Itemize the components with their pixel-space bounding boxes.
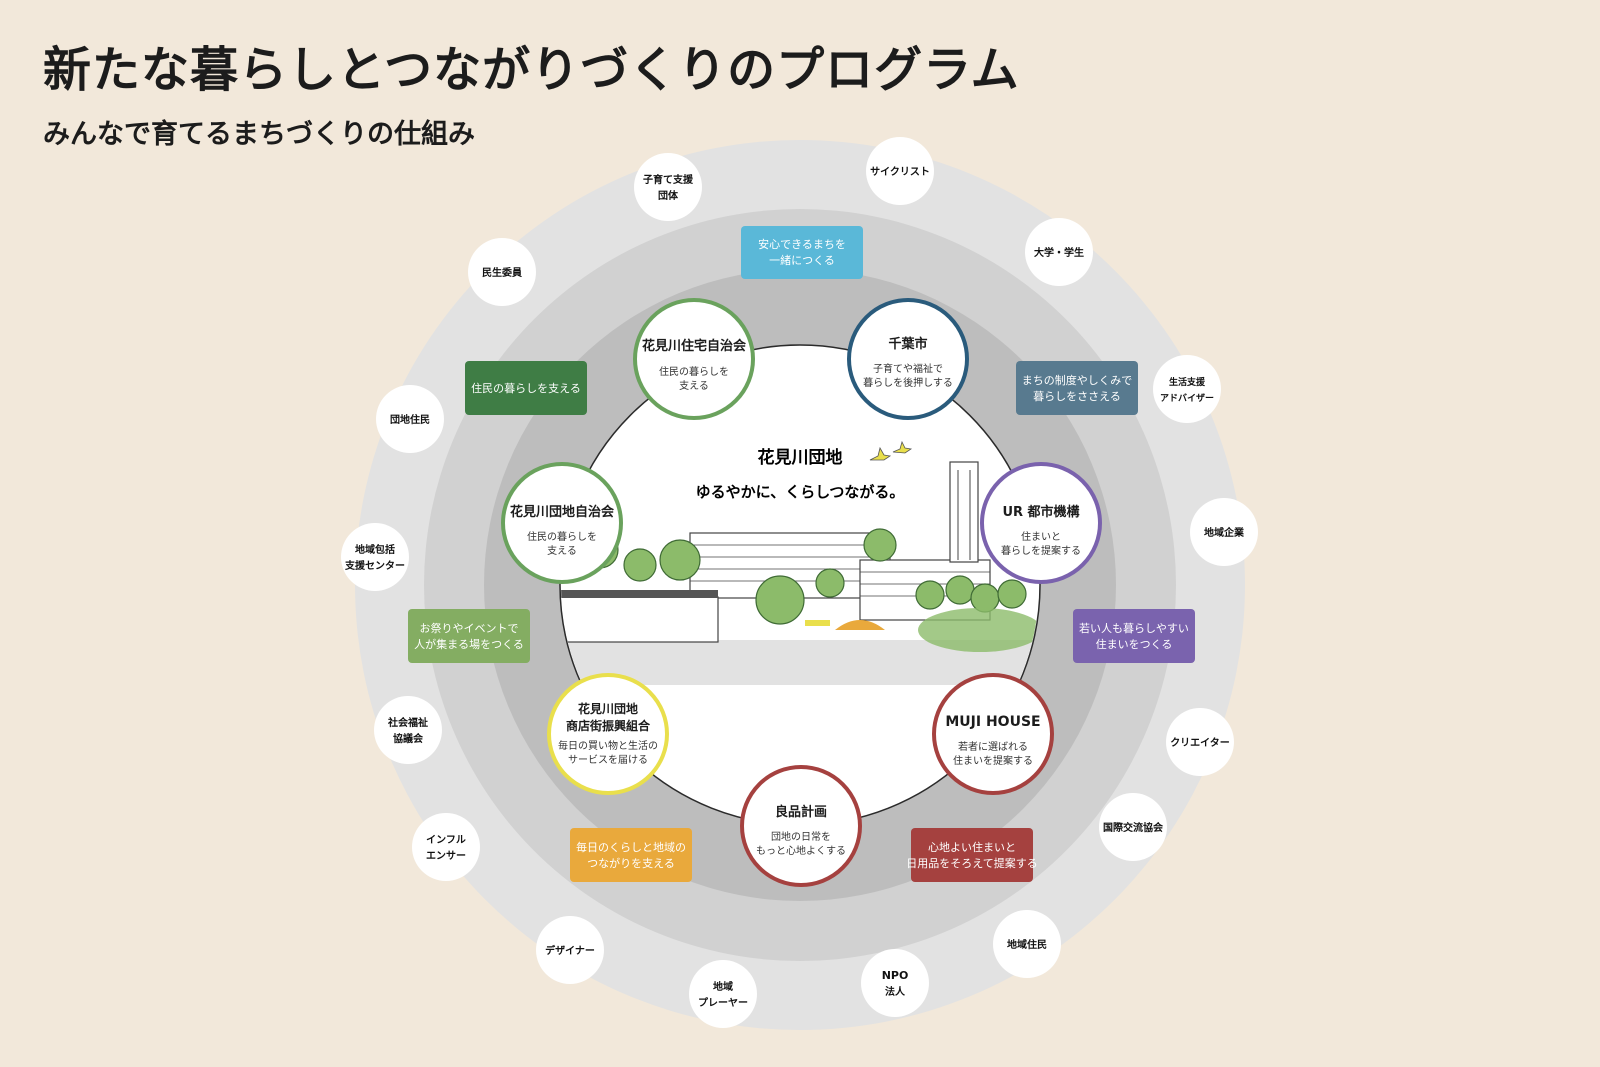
svg-text:安心できるまちを: 安心できるまちを [758, 237, 846, 251]
tag-kokochi: 心地よい住まいと 日用品をそろえて提案する [906, 828, 1038, 882]
svg-text:生活支援: 生活支援 [1169, 376, 1206, 388]
svg-text:サービスを届ける: サービスを届ける [568, 754, 648, 766]
participant-minsei: 民生委員 [468, 238, 536, 306]
svg-text:日用品をそろえて提案する: 日用品をそろえて提案する [906, 856, 1037, 870]
svg-text:毎日のくらしと地域の: 毎日のくらしと地域の [576, 841, 686, 854]
participant-chiiki-hokatsu: 地域包括 支援センター [341, 523, 409, 591]
center-title: 花見川団地 [758, 447, 843, 468]
participant-designer: デザイナー [536, 916, 604, 984]
svg-text:暮らしをささえる: 暮らしをささえる [1033, 389, 1121, 403]
bird-icon [869, 440, 913, 461]
svg-text:つながりを支える: つながりを支える [587, 856, 675, 870]
actor-danchi-jichikai: 花見川団地自治会 住民の暮らしを 支える [501, 462, 623, 584]
svg-text:花見川団地自治会: 花見川団地自治会 [510, 504, 615, 520]
svg-text:民生委員: 民生委員 [482, 266, 522, 279]
svg-text:MUJI HOUSE: MUJI HOUSE [945, 714, 1040, 730]
svg-text:クリエイター: クリエイター [1170, 737, 1230, 749]
tag-seido: まちの制度やしくみで 暮らしをささえる [1016, 361, 1138, 415]
danchi-illustration [561, 461, 1039, 685]
tag-jumin: 住民の暮らしを支える [465, 361, 587, 415]
svg-text:デザイナー: デザイナー [545, 944, 595, 957]
svg-text:花見川団地: 花見川団地 [578, 701, 638, 716]
svg-text:住民の暮らしを支える: 住民の暮らしを支える [471, 381, 581, 395]
actor-shotengai: 花見川団地 商店街振興組合 毎日の買い物と生活の サービスを届ける [547, 673, 669, 795]
actor-hanamigawa-jutaku-jichikai: 花見川住宅自治会 住民の暮らしを 支える [633, 298, 755, 420]
tag-wakai: 若い人も暮らしやすい 住まいをつくる [1073, 609, 1195, 663]
svg-text:インフル: インフル [426, 834, 466, 846]
svg-text:まちの制度やしくみで: まちの制度やしくみで [1022, 373, 1132, 387]
participant-seikatsu: 生活支援 アドバイザー [1153, 355, 1221, 423]
participant-kokusai: 国際交流協会 [1099, 793, 1167, 861]
svg-text:大学・学生: 大学・学生 [1034, 246, 1084, 259]
svg-text:住民の暮らしを: 住民の暮らしを [527, 530, 597, 543]
svg-text:もっと心地よくする: もっと心地よくする [756, 844, 846, 857]
svg-text:地域: 地域 [713, 980, 733, 993]
actor-ryohin-keikaku: 良品計画 団地の日常を もっと心地よくする [740, 765, 862, 887]
page-subtitle: みんなで育てるまちづくりの仕組み [43, 119, 475, 150]
participant-kosodate: 子育て支援 団体 [634, 153, 702, 221]
svg-text:団地住民: 団地住民 [390, 413, 430, 426]
svg-text:子育てや福祉で: 子育てや福祉で [873, 362, 943, 375]
participant-daigaku: 大学・学生 [1025, 218, 1093, 286]
tag-omatsuri: お祭りやイベントで 人が集まる場をつくる [408, 609, 530, 663]
svg-text:子育て支援: 子育て支援 [643, 173, 694, 186]
actor-muji-house: MUJI HOUSE 若者に選ばれる 住まいを提案する [932, 673, 1054, 795]
svg-text:お祭りやイベントで: お祭りやイベントで [420, 622, 519, 635]
svg-text:法人: 法人 [885, 985, 906, 998]
participant-chiiki-player: 地域 プレーヤー [689, 960, 757, 1028]
svg-text:住民の暮らしを: 住民の暮らしを [659, 365, 729, 378]
svg-text:暮らしを提案する: 暮らしを提案する [1001, 544, 1081, 557]
svg-text:若い人も暮らしやすい: 若い人も暮らしやすい [1079, 621, 1189, 635]
svg-text:支える: 支える [679, 380, 709, 392]
svg-text:NPO: NPO [882, 969, 909, 982]
svg-text:エンサー: エンサー [426, 850, 466, 862]
svg-text:毎日の買い物と生活の: 毎日の買い物と生活の [558, 739, 658, 752]
svg-text:住まいと: 住まいと [1021, 530, 1061, 543]
participant-chiiki-jumin: 地域住民 [993, 910, 1061, 978]
participant-influencer: インフル エンサー [412, 813, 480, 881]
participant-danchi-jumin: 団地住民 [376, 385, 444, 453]
page-title: 新たな暮らしとつながりづくりのプログラム [43, 42, 1020, 98]
tag-anshin: 安心できるまちを 一緒につくる [741, 226, 863, 279]
svg-text:社会福祉: 社会福祉 [387, 716, 428, 729]
actor-ur: UR 都市機構 住まいと 暮らしを提案する [980, 462, 1102, 584]
center-tagline: ゆるやかに、くらしつながる。 [696, 483, 905, 501]
participant-npo: NPO 法人 [861, 949, 929, 1017]
svg-text:国際交流協会: 国際交流協会 [1103, 821, 1163, 834]
svg-text:若者に選ばれる: 若者に選ばれる [958, 740, 1028, 753]
svg-text:住まいをつくる: 住まいをつくる [1096, 637, 1173, 651]
svg-text:サイクリスト: サイクリスト [870, 166, 930, 178]
svg-text:人が集まる場をつくる: 人が集まる場をつくる [414, 637, 524, 651]
svg-text:心地よい住まいと: 心地よい住まいと [928, 840, 1016, 854]
svg-text:支援センター: 支援センター [344, 559, 405, 572]
svg-text:アドバイザー: アドバイザー [1160, 393, 1214, 404]
svg-text:千葉市: 千葉市 [888, 336, 927, 352]
svg-text:団地の日常を: 団地の日常を [771, 830, 831, 843]
svg-text:地域包括: 地域包括 [355, 543, 395, 556]
svg-text:商店街振興組合: 商店街振興組合 [566, 718, 651, 733]
participant-shakai: 社会福祉 協議会 [374, 696, 442, 764]
participant-creator: クリエイター [1166, 708, 1234, 776]
svg-text:団体: 団体 [658, 189, 679, 202]
svg-text:暮らしを後押しする: 暮らしを後押しする [863, 376, 953, 389]
svg-text:支える: 支える [547, 545, 577, 557]
svg-text:住まいを提案する: 住まいを提案する [953, 754, 1033, 767]
svg-text:協議会: 協議会 [393, 732, 423, 745]
participant-chiiki-kigyo: 地域企業 [1190, 498, 1258, 566]
svg-text:花見川住宅自治会: 花見川住宅自治会 [642, 338, 747, 354]
actor-chiba-city: 千葉市 子育てや福祉で 暮らしを後押しする [847, 298, 969, 420]
svg-text:良品計画: 良品計画 [775, 804, 827, 820]
svg-text:地域住民: 地域住民 [1007, 938, 1047, 951]
svg-text:プレーヤー: プレーヤー [698, 996, 748, 1009]
participant-cyclist: サイクリスト [866, 137, 934, 205]
svg-text:地域企業: 地域企業 [1204, 526, 1245, 539]
tag-mainichi: 毎日のくらしと地域の つながりを支える [570, 828, 692, 882]
svg-text:UR 都市機構: UR 都市機構 [1002, 504, 1079, 520]
svg-text:一緒につくる: 一緒につくる [769, 253, 835, 267]
